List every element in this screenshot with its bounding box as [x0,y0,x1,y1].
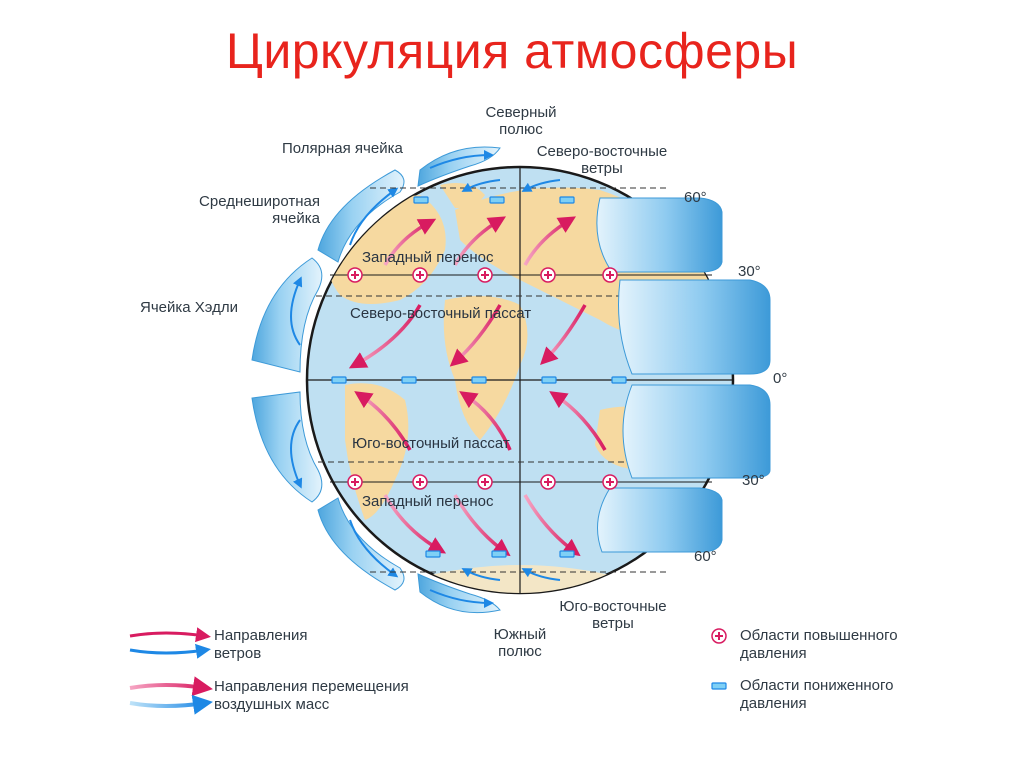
low-pressure-icon [413,196,429,204]
low-pressure-icon [401,376,417,384]
westerly-north-label: Западный перенос [362,249,494,266]
legend-air-mass-directions: Направления перемещения воздушных масс [214,678,409,713]
low-pressure-markers [331,196,627,558]
latitude-60n-label: 60° [684,189,707,206]
latitude-30n-label: 30° [738,263,761,280]
high-pressure-icon [477,267,493,283]
high-pressure-markers [347,267,618,490]
low-pressure-icon [471,376,487,384]
legend-wind-pink-arrow [129,627,211,643]
legend-wind-blue-arrow [129,643,211,659]
cell-30n [618,279,771,375]
legend-wind-directions: Направления ветров [214,627,308,662]
low-pressure-icon [559,196,575,204]
wind-arrows [348,216,607,557]
southeast-winds-label: Юго-восточные ветры [559,598,667,632]
legend-high-pressure-icon [711,628,727,644]
high-pressure-icon [540,474,556,490]
polar-wind-arrows [461,179,561,581]
north-pole-label: Северный полюс [485,104,557,138]
legend-low-pressure-icon [711,682,727,690]
right-circulation-cells [596,197,771,553]
low-pressure-icon [611,376,627,384]
high-pressure-icon [602,267,618,283]
latitude-equator-label: 0° [773,370,788,387]
legend-arrows [129,627,727,715]
legend-high-pressure: Области повышенного давления [740,627,898,662]
high-pressure-icon [412,267,428,283]
latitude-60s-label: 60° [694,548,717,565]
polar-cell-label: Полярная ячейка [282,140,403,157]
midlatitude-cell-north [317,169,405,263]
se-trade-label: Юго-восточный пассат [352,435,510,452]
low-pressure-icon [425,550,441,558]
low-pressure-icon [491,550,507,558]
low-pressure-icon [331,376,347,384]
left-circulation-cells [251,146,501,614]
hadley-cell-south [251,391,323,503]
hadley-cell-label: Ячейка Хэдли [140,299,238,316]
hadley-cell-north [251,257,323,373]
latitude-30s-label: 30° [742,472,765,489]
high-pressure-icon [477,474,493,490]
high-pressure-icon [347,267,363,283]
westerly-south-label: Западный перенос [362,493,494,510]
high-pressure-icon [540,267,556,283]
south-pole-label: Южный полюс [493,626,547,660]
cell-60n [596,197,723,273]
low-pressure-icon [489,196,505,204]
high-pressure-icon [347,474,363,490]
high-pressure-icon [412,474,428,490]
cell-0-upper [622,384,771,479]
northeast-winds-label: Северо-восточные ветры [536,143,668,177]
ne-trade-label: Северо-восточный пассат [350,305,531,322]
cell-30s [597,487,723,553]
legend-mass-pink-arrow [129,676,213,697]
low-pressure-icon [541,376,557,384]
high-pressure-icon [602,474,618,490]
legend-mass-blue-arrow [129,694,213,715]
midlatitude-cell-label: Среднеширотная ячейка [199,193,320,227]
low-pressure-icon [559,550,575,558]
legend-low-pressure: Области пониженного давления [740,677,894,712]
page-title: Циркуляция атмосферы [225,23,799,79]
